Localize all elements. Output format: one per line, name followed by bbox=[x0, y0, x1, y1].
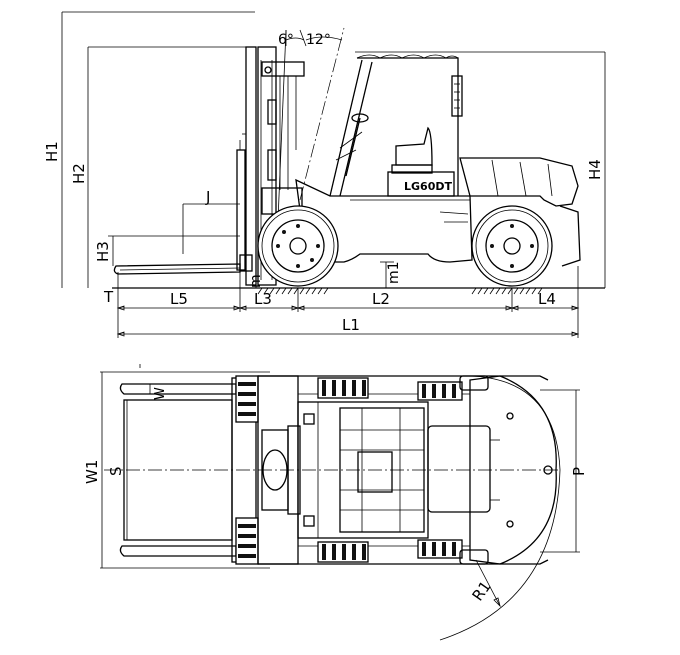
label-p: P bbox=[570, 467, 588, 476]
rear-tyres-top bbox=[317, 377, 463, 563]
label-l1: L1 bbox=[342, 316, 360, 334]
label-l2: L2 bbox=[372, 290, 390, 308]
steering bbox=[335, 113, 369, 177]
seat bbox=[391, 126, 433, 174]
label-h1: H1 bbox=[43, 141, 61, 162]
label-l4: L4 bbox=[538, 290, 556, 308]
rear-wheel bbox=[471, 205, 553, 287]
angle-forward: 6° bbox=[278, 32, 294, 48]
fork bbox=[113, 263, 241, 275]
label-j: J bbox=[205, 188, 210, 206]
vertical-dimensions bbox=[61, 12, 606, 288]
overhead-guard bbox=[329, 54, 463, 197]
top-view: W1 S W P R1 bbox=[83, 364, 588, 641]
turning-radius-arc bbox=[439, 375, 561, 641]
mast bbox=[245, 46, 305, 286]
label-l3: L3 bbox=[254, 290, 272, 308]
angle-backward: 12° bbox=[306, 32, 331, 48]
counterweight bbox=[459, 157, 581, 267]
front-tyres-top bbox=[235, 375, 259, 565]
label-w1: W1 bbox=[83, 460, 101, 484]
front-wheel bbox=[257, 205, 339, 287]
ground-hatching bbox=[257, 287, 543, 295]
label-h4: H4 bbox=[586, 159, 604, 180]
label-h2: H2 bbox=[70, 163, 88, 184]
label-s: S bbox=[107, 466, 125, 476]
label-m: m bbox=[248, 274, 264, 288]
label-m1: m1 bbox=[386, 261, 402, 284]
width-dimensions bbox=[101, 364, 580, 568]
label-l5: L5 bbox=[170, 290, 188, 308]
label-h3: H3 bbox=[94, 241, 112, 262]
carriage bbox=[236, 133, 253, 272]
label-t: T bbox=[103, 288, 114, 306]
tilt-angle-lines bbox=[277, 27, 345, 221]
horizontal-dimensions bbox=[116, 266, 580, 338]
label-w: W bbox=[153, 387, 168, 400]
side-view: 6° 12° bbox=[43, 11, 606, 338]
model-badge: LG60DT bbox=[404, 180, 452, 193]
label-r1: R1 bbox=[469, 578, 495, 605]
